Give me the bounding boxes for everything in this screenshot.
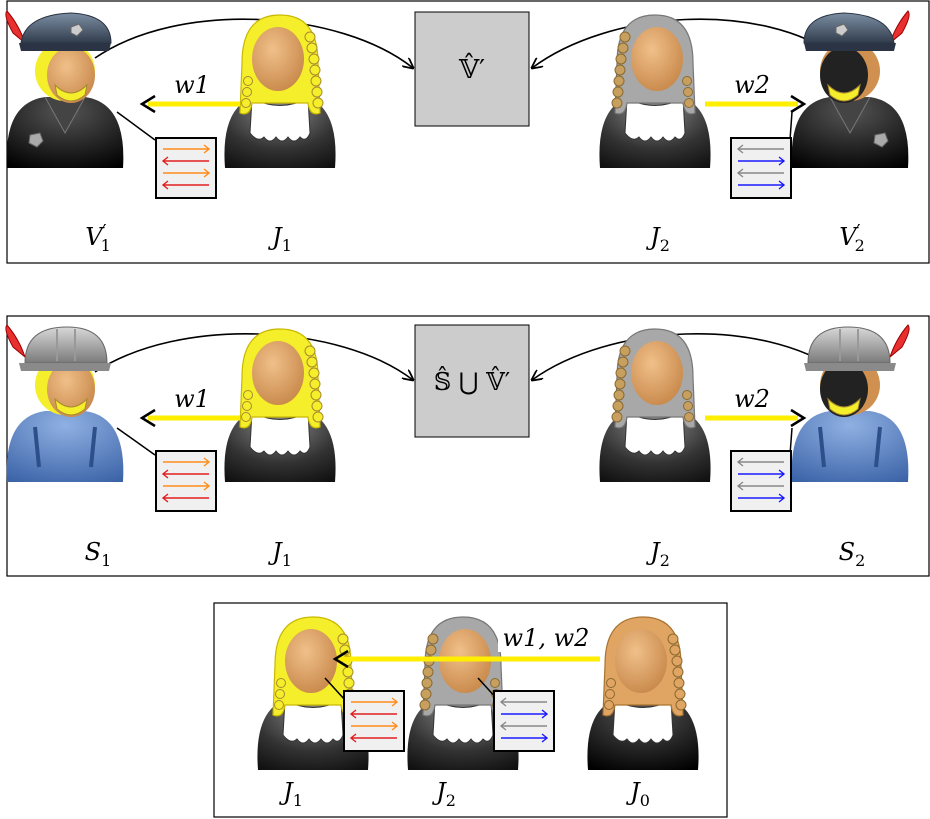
message-box-icon	[155, 450, 217, 512]
panel-3-arrowhead	[332, 649, 349, 669]
panel-1-left-msg-pointer	[116, 111, 156, 141]
panel-1-center-box	[414, 11, 530, 127]
panel-1: 𝕍̂′ w1 w2 V′1 J1 J2 V′2	[5, 0, 930, 264]
panel-2-left-msg-pointer	[116, 427, 156, 456]
panel-2-right-weight-label: w2	[734, 385, 770, 413]
panel-2-right-agent-label: S2	[839, 538, 866, 570]
panel-2-left-agent-label: S1	[85, 538, 112, 570]
panel-2-right-arrowhead	[790, 408, 807, 428]
panel-3-weight-label-bg	[498, 622, 594, 652]
panel-1-left-agent-label: V′1	[85, 221, 111, 255]
message-box-icon	[493, 690, 555, 752]
panel-2-right-curve-arrow	[532, 333, 841, 380]
message-box-icon	[343, 690, 405, 752]
panel-1-left-arrowhead	[139, 94, 156, 114]
panel-1-right-arrowhead	[790, 94, 807, 114]
message-box-icon	[730, 137, 792, 199]
panel-3-left-msg-pointer	[324, 677, 346, 701]
panel-1-left-curve-arrow	[94, 18, 413, 68]
panel-1-right-weight-label: w2	[734, 71, 770, 99]
panel-2-left-arrowhead	[139, 408, 156, 428]
panel-2: 𝕊̂ ⋃ 𝕍̂′ w1 w2 S1 J1 J2 S2	[3, 315, 930, 577]
message-box-icon	[155, 137, 217, 199]
panel-3: w1, w2 J1 J2 J0	[213, 602, 728, 818]
panel-1-right-agent-label: V′2	[839, 221, 865, 255]
panel-2-left-weight-label: w1	[174, 385, 210, 413]
message-box-icon	[730, 450, 792, 512]
panel-3-weights-label: w1, w2	[503, 624, 590, 652]
panel-2-center-box	[414, 324, 530, 438]
panel-1-right-msg-pointer	[789, 111, 793, 141]
panel-1-center-box-label: 𝕍̂′	[458, 52, 485, 85]
panel-1-left-weight-label: w1	[174, 71, 210, 99]
panel-2-center-box-label: 𝕊̂ ⋃ 𝕍̂′	[434, 366, 510, 396]
